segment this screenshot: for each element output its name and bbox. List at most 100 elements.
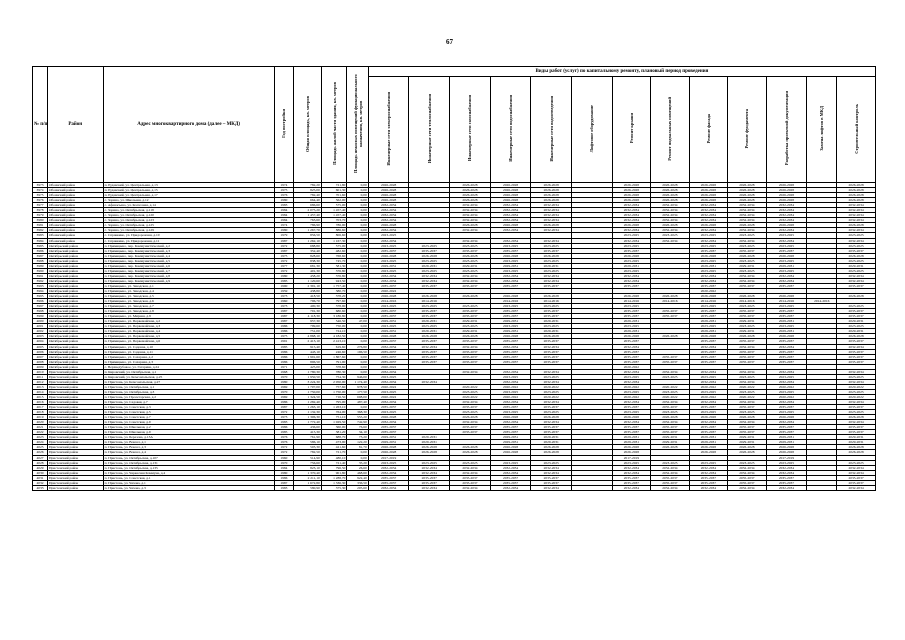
table-cell: 2032-2034 bbox=[836, 484, 876, 491]
table-cell: 2035-2037 bbox=[836, 358, 876, 365]
table-cell: 4006 bbox=[32, 348, 48, 355]
table-cell: 2035-2037 bbox=[836, 308, 876, 315]
table-cell: 1976 bbox=[273, 192, 294, 199]
table-cell: 4029 bbox=[32, 464, 48, 471]
table-cell: 1985 bbox=[273, 429, 294, 436]
table-cell: 3982 bbox=[32, 227, 48, 234]
table-cell: 580,90 bbox=[292, 484, 322, 491]
table-cell: 4030 bbox=[32, 469, 48, 476]
table-cell: 4012 bbox=[32, 378, 48, 385]
table-cell: 2 211,10 bbox=[292, 474, 322, 481]
table-cell: 1983 bbox=[273, 484, 294, 491]
table-cell: 2032-2034 bbox=[836, 469, 876, 476]
table-cell: 2 413,10 bbox=[292, 338, 322, 345]
table-cell: 4013 bbox=[32, 383, 48, 390]
table-cell: 1 672,80 bbox=[292, 479, 322, 486]
table-cell: 1974 bbox=[273, 222, 294, 229]
table-cell: 1 262,10 bbox=[292, 237, 322, 244]
table-cell: 1960 bbox=[273, 454, 294, 461]
table-cell: 2032-2034 bbox=[836, 207, 876, 214]
table-cell: 978,50 bbox=[346, 383, 369, 390]
table-cell: 1987 bbox=[273, 237, 294, 244]
table-cell: 1983 bbox=[273, 419, 294, 426]
table-cell: 2032-2034 bbox=[367, 484, 410, 491]
table-cell: 1970 bbox=[273, 459, 294, 466]
table-cell: 1984 bbox=[273, 464, 294, 471]
table-cell: 1983 bbox=[273, 202, 294, 209]
table-cell: 2026-2028 bbox=[836, 192, 876, 199]
table-cell: 2029-2031 bbox=[836, 262, 876, 269]
table-cell: 3990 bbox=[32, 267, 48, 274]
table-cell: 3986 bbox=[32, 247, 48, 254]
table-cell: 1968 bbox=[273, 368, 294, 375]
table-cell: 1986 bbox=[273, 328, 294, 335]
table-cell: 2023-2025 bbox=[836, 232, 876, 239]
table-cell: 3994 bbox=[32, 287, 48, 295]
table-cell: 2023-2025 bbox=[836, 267, 876, 274]
table-cell: 2026-2028 bbox=[836, 414, 876, 421]
table-cell: 2032-2034 bbox=[489, 484, 532, 491]
table-cell: 1986 bbox=[273, 424, 294, 431]
table-cell: 2032-2034 bbox=[836, 202, 876, 209]
table-cell: 1 750,00 bbox=[292, 388, 322, 395]
table-cell: 3 224,30 bbox=[292, 378, 322, 385]
table-cell: 2032-2034 bbox=[836, 277, 876, 284]
table-cell: 1 267,70 bbox=[292, 227, 322, 234]
table-cell: 1 282,40 bbox=[292, 399, 322, 406]
table-cell: 4028 bbox=[32, 459, 48, 466]
table-cell: 4009 bbox=[32, 363, 48, 370]
table-cell: 3988 bbox=[32, 257, 48, 264]
table-cell: 3987 bbox=[32, 252, 48, 259]
table-cell: 2032-2034 bbox=[836, 368, 876, 375]
table-cell: 1984 bbox=[273, 212, 294, 219]
table-cell: 4026 bbox=[32, 449, 48, 456]
table-cell: 2026-2028 bbox=[836, 449, 876, 456]
table-cell: 4007 bbox=[32, 353, 48, 360]
table-cell: 276,80 bbox=[346, 343, 369, 350]
table-cell: 1973 bbox=[273, 303, 294, 310]
table-cell: 3978 bbox=[32, 207, 48, 214]
table-cell: 4020 bbox=[32, 419, 48, 426]
table-cell: 3985 bbox=[32, 242, 48, 249]
table-cell: 4000 bbox=[32, 318, 48, 325]
table-cell: 1 772,40 bbox=[292, 419, 322, 426]
table-cell: 3991 bbox=[32, 272, 48, 279]
table-cell: 4017 bbox=[32, 404, 48, 411]
table-cell: 2032-2034 bbox=[650, 484, 690, 491]
table-cell: 2023-2025 bbox=[836, 388, 876, 395]
table-cell: 122,20 bbox=[346, 439, 369, 446]
table-cell: 2023-2025 bbox=[836, 409, 876, 416]
table-cell: 1971 bbox=[273, 363, 294, 370]
table-cell: 2035-2037 bbox=[836, 348, 876, 355]
table-cell: 3976 bbox=[32, 197, 48, 204]
table-cell: 1960 bbox=[273, 298, 294, 305]
table-cell: 2023-2025 bbox=[836, 257, 876, 264]
table-cell: 3983 bbox=[32, 232, 48, 239]
table-cell: 2026-2028 bbox=[836, 252, 876, 259]
table-cell: 1975 bbox=[273, 333, 294, 340]
table-cell: 2020-2022 bbox=[836, 383, 876, 390]
table-cell: 2032-2034 bbox=[765, 484, 808, 491]
table-cell: 3977 bbox=[32, 202, 48, 209]
header-works-group: Виды работ (услуг) по капитальному ремон… bbox=[367, 66, 877, 77]
header-work-10: Разработка проектной документации bbox=[765, 76, 808, 183]
table-cell: 3984 bbox=[32, 237, 48, 244]
table-cell: 1959 bbox=[273, 287, 294, 295]
table-cell: 1972 bbox=[273, 444, 294, 451]
table-cell: 2029-2031 bbox=[836, 328, 876, 335]
